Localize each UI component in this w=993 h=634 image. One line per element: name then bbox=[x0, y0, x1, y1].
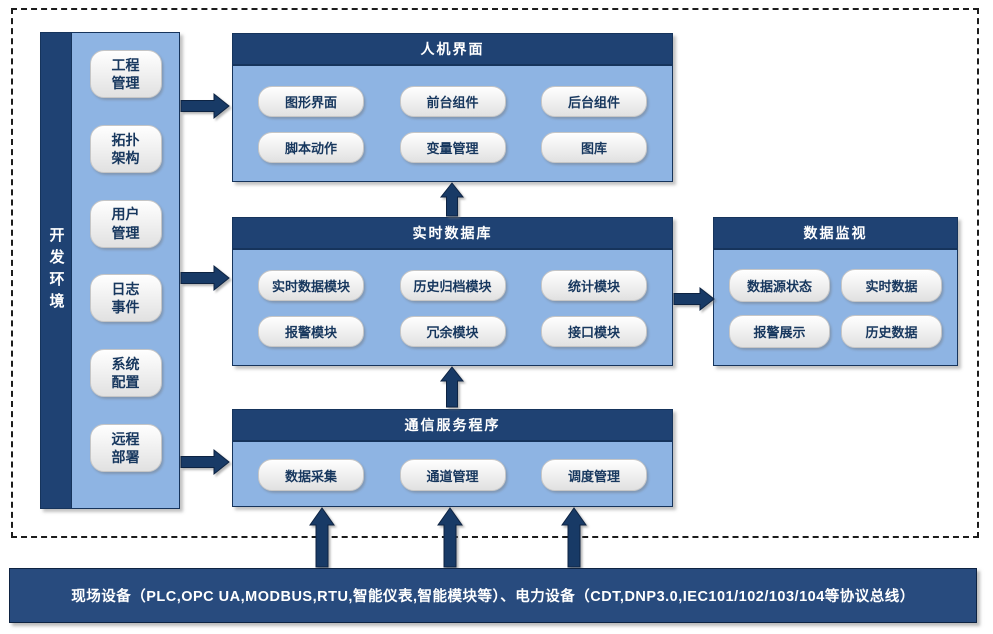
node-history-archive-module: 历史归档模块 bbox=[399, 270, 506, 301]
sidebar-item-remote-deploy: 远程部署 bbox=[89, 423, 162, 472]
device-bus-bar: 现场设备（PLC,OPC UA,MODBUS,RTU,智能仪表,智能模块等）、电… bbox=[9, 568, 977, 623]
node-redundancy-module: 冗余模块 bbox=[399, 316, 506, 347]
node-statistics-module: 统计模块 bbox=[541, 270, 647, 301]
sidebar-dev-environment: 开发环境 工程管理 拓扑架构 用户管理 日志事件 系统配置 远程部署 bbox=[40, 32, 180, 509]
sidebar-item-topology: 拓扑架构 bbox=[89, 124, 162, 173]
sidebar-title: 开发环境 bbox=[47, 226, 65, 315]
box-monitor-title: 数据监视 bbox=[714, 218, 957, 250]
box-data-monitor: 数据监视 数据源状态 实时数据 报警展示 历史数据 bbox=[713, 217, 958, 366]
box-realtime-database: 实时数据库 实时数据模块 历史归档模块 统计模块 报警模块 冗余模块 接口模块 bbox=[232, 217, 673, 366]
box-monitor-body: 数据源状态 实时数据 报警展示 历史数据 bbox=[714, 250, 957, 367]
node-realtime-data: 实时数据 bbox=[841, 269, 942, 302]
sidebar-item-system-config: 系统配置 bbox=[89, 349, 162, 398]
box-hmi-title: 人机界面 bbox=[233, 34, 672, 66]
node-history-data: 历史数据 bbox=[841, 315, 942, 348]
node-datasource-status: 数据源状态 bbox=[729, 269, 830, 302]
node-backend-components: 后台组件 bbox=[541, 86, 647, 117]
sidebar-panel: 工程管理 拓扑架构 用户管理 日志事件 系统配置 远程部署 bbox=[72, 33, 179, 508]
node-variable-management: 变量管理 bbox=[399, 132, 506, 163]
sidebar-item-log-events: 日志事件 bbox=[89, 274, 162, 323]
box-comm-title: 通信服务程序 bbox=[233, 410, 672, 442]
node-interface-module: 接口模块 bbox=[541, 316, 647, 347]
node-alarm-module: 报警模块 bbox=[258, 316, 364, 347]
sidebar-item-user-management: 用户管理 bbox=[89, 199, 162, 248]
box-hmi: 人机界面 图形界面 前台组件 后台组件 脚本动作 变量管理 图库 bbox=[232, 33, 673, 182]
node-alarm-display: 报警展示 bbox=[729, 315, 830, 348]
box-comm-body: 数据采集 通道管理 调度管理 bbox=[233, 442, 672, 508]
node-gallery: 图库 bbox=[541, 132, 647, 163]
device-bus-text: 现场设备（PLC,OPC UA,MODBUS,RTU,智能仪表,智能模块等）、电… bbox=[71, 589, 915, 605]
sidebar-item-project-management: 工程管理 bbox=[89, 50, 162, 98]
node-graphic-ui: 图形界面 bbox=[258, 86, 364, 117]
box-comm-service: 通信服务程序 数据采集 通道管理 调度管理 bbox=[232, 409, 673, 507]
node-dispatch-management: 调度管理 bbox=[541, 459, 647, 491]
node-script-actions: 脚本动作 bbox=[258, 132, 364, 163]
node-data-acquisition: 数据采集 bbox=[258, 459, 364, 491]
sidebar-title-strip: 开发环境 bbox=[41, 33, 72, 508]
box-hmi-body: 图形界面 前台组件 后台组件 脚本动作 变量管理 图库 bbox=[233, 66, 672, 183]
dev-environment-dashed-frame bbox=[11, 8, 979, 538]
box-rtdb-body: 实时数据模块 历史归档模块 统计模块 报警模块 冗余模块 接口模块 bbox=[233, 250, 672, 367]
node-channel-management: 通道管理 bbox=[399, 459, 506, 491]
box-rtdb-title: 实时数据库 bbox=[233, 218, 672, 250]
node-frontend-components: 前台组件 bbox=[399, 86, 506, 117]
node-realtime-data-module: 实时数据模块 bbox=[258, 270, 364, 301]
